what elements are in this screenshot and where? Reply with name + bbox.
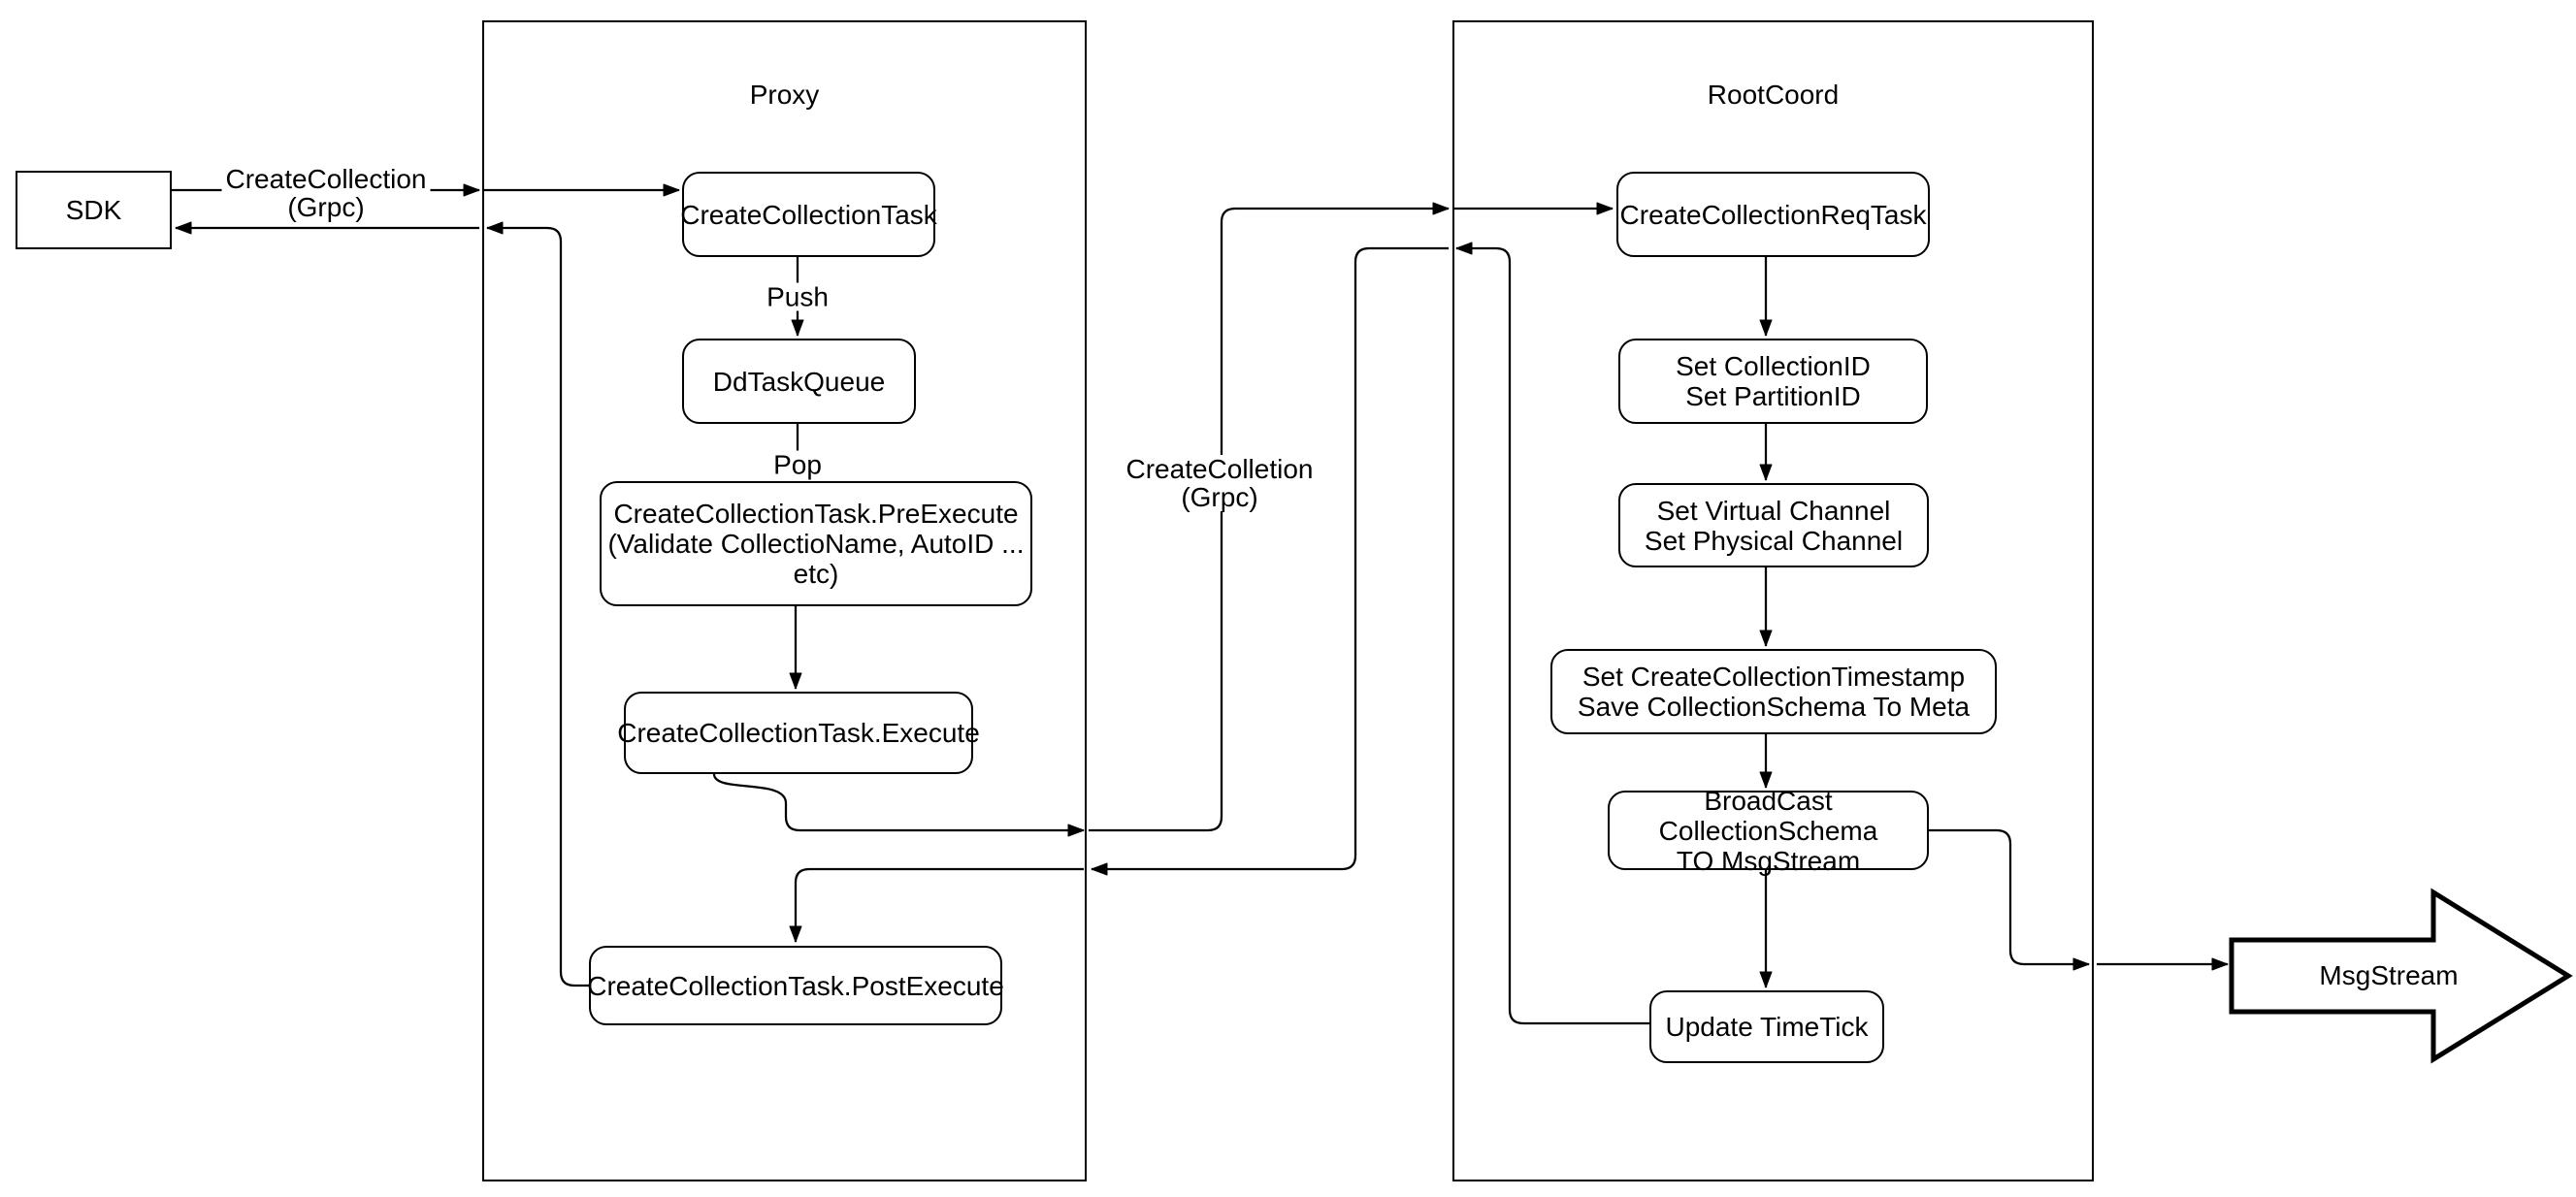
proxy-container: Proxy — [482, 20, 1087, 1181]
edge-label-push: Push — [763, 282, 832, 311]
msgstream-label: MsgStream — [2319, 960, 2459, 990]
set-ids-node: Set CollectionID Set PartitionID — [1618, 339, 1928, 424]
execute-node: CreateCollectionTask.Execute — [617, 692, 980, 774]
broadcast-node: BroadCast CollectionSchema TO MsgStream — [1608, 786, 1929, 876]
create-collection-req-task-node: CreateCollectionReqTask — [1616, 172, 1930, 257]
edge-proxy-edge-to-postexecute — [789, 867, 1084, 943]
edge-proxy-to-rootcoord — [1089, 202, 1450, 832]
edge-label-createcolletion-grpc: CreateColletion (Grpc) — [1122, 455, 1318, 511]
post-execute-node: CreateCollectionTask.PostExecute — [587, 946, 1004, 1025]
create-collection-task-node: CreateCollectionTask — [680, 172, 937, 257]
edge-execute-to-proxy-edge — [712, 773, 1085, 837]
update-timetick-node: Update TimeTick — [1649, 990, 1884, 1063]
edge-rootcoord-to-proxy-return — [1091, 246, 1449, 876]
msgstream-arrow-shape — [2229, 888, 2573, 1064]
edge-postexecute-to-proxy-edge — [486, 221, 589, 987]
edge-label-pop: Pop — [769, 450, 826, 479]
proxy-container-title: Proxy — [749, 80, 820, 110]
pre-execute-node: CreateCollectionTask.PreExecute (Validat… — [600, 481, 1032, 606]
sdk-node: SDK — [16, 171, 172, 249]
rootcoord-container-title: RootCoord — [1707, 80, 1840, 110]
set-timestamp-node: Set CreateCollectionTimestamp Save Colle… — [1550, 649, 1997, 734]
edge-updatetimetick-to-rootcoord-edge — [1455, 242, 1649, 1025]
set-channels-node: Set Virtual Channel Set Physical Channel — [1618, 483, 1929, 567]
edge-label-createcollection-grpc: CreateCollection (Grpc) — [221, 165, 431, 221]
rootcoord-container: RootCoord — [1452, 20, 2094, 1181]
dd-task-queue-node: DdTaskQueue — [682, 339, 916, 424]
edge-broadcast-to-rootcoord-edge — [1929, 828, 2090, 971]
